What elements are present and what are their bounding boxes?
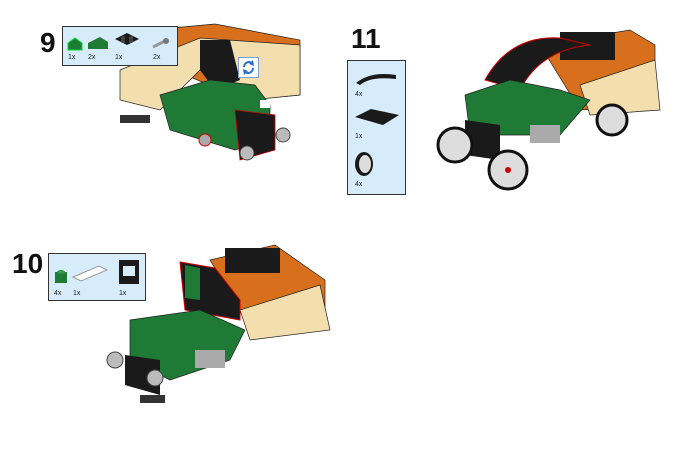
black-curved-slope-icon (356, 74, 396, 85)
green-slope-1x2-icon (88, 37, 108, 49)
rotate-model-icon (243, 60, 254, 75)
rotate-model-button (238, 57, 259, 78)
gray-bar-holder-icon (152, 38, 169, 49)
part-qty: 4x (54, 290, 62, 297)
black-windscreen-icon (119, 260, 139, 284)
white-spoked-wheel-icon (355, 152, 373, 176)
part-qty: 1x (115, 54, 123, 61)
step-number-10: 10 (12, 248, 44, 279)
part-qty: 4x (355, 91, 363, 98)
part-qty: 1x (119, 290, 127, 297)
green-slope-1x1-icon (67, 37, 83, 51)
white-plate-1x4-icon (71, 265, 109, 282)
black-plate-2x2-icon (115, 33, 139, 45)
part-qty: 4x (355, 181, 363, 188)
part-qty: 1x (73, 290, 81, 297)
parts-list-step-10: 4x 1x 1x (48, 253, 146, 301)
part-qty: 2x (153, 54, 161, 61)
part-qty: 2x (88, 54, 96, 61)
part-qty: 1x (68, 54, 76, 61)
step-number-9: 9 (40, 27, 56, 58)
green-brick-1x1-icon (55, 270, 67, 283)
step-number-11: 11 (351, 23, 381, 54)
parts-list-step-9: 1x 2x 1x 2x (62, 26, 178, 66)
part-qty: 1x (355, 133, 363, 140)
black-plate-2x4-icon (355, 109, 399, 125)
parts-list-step-11: 4x 1x 4x (347, 60, 406, 195)
